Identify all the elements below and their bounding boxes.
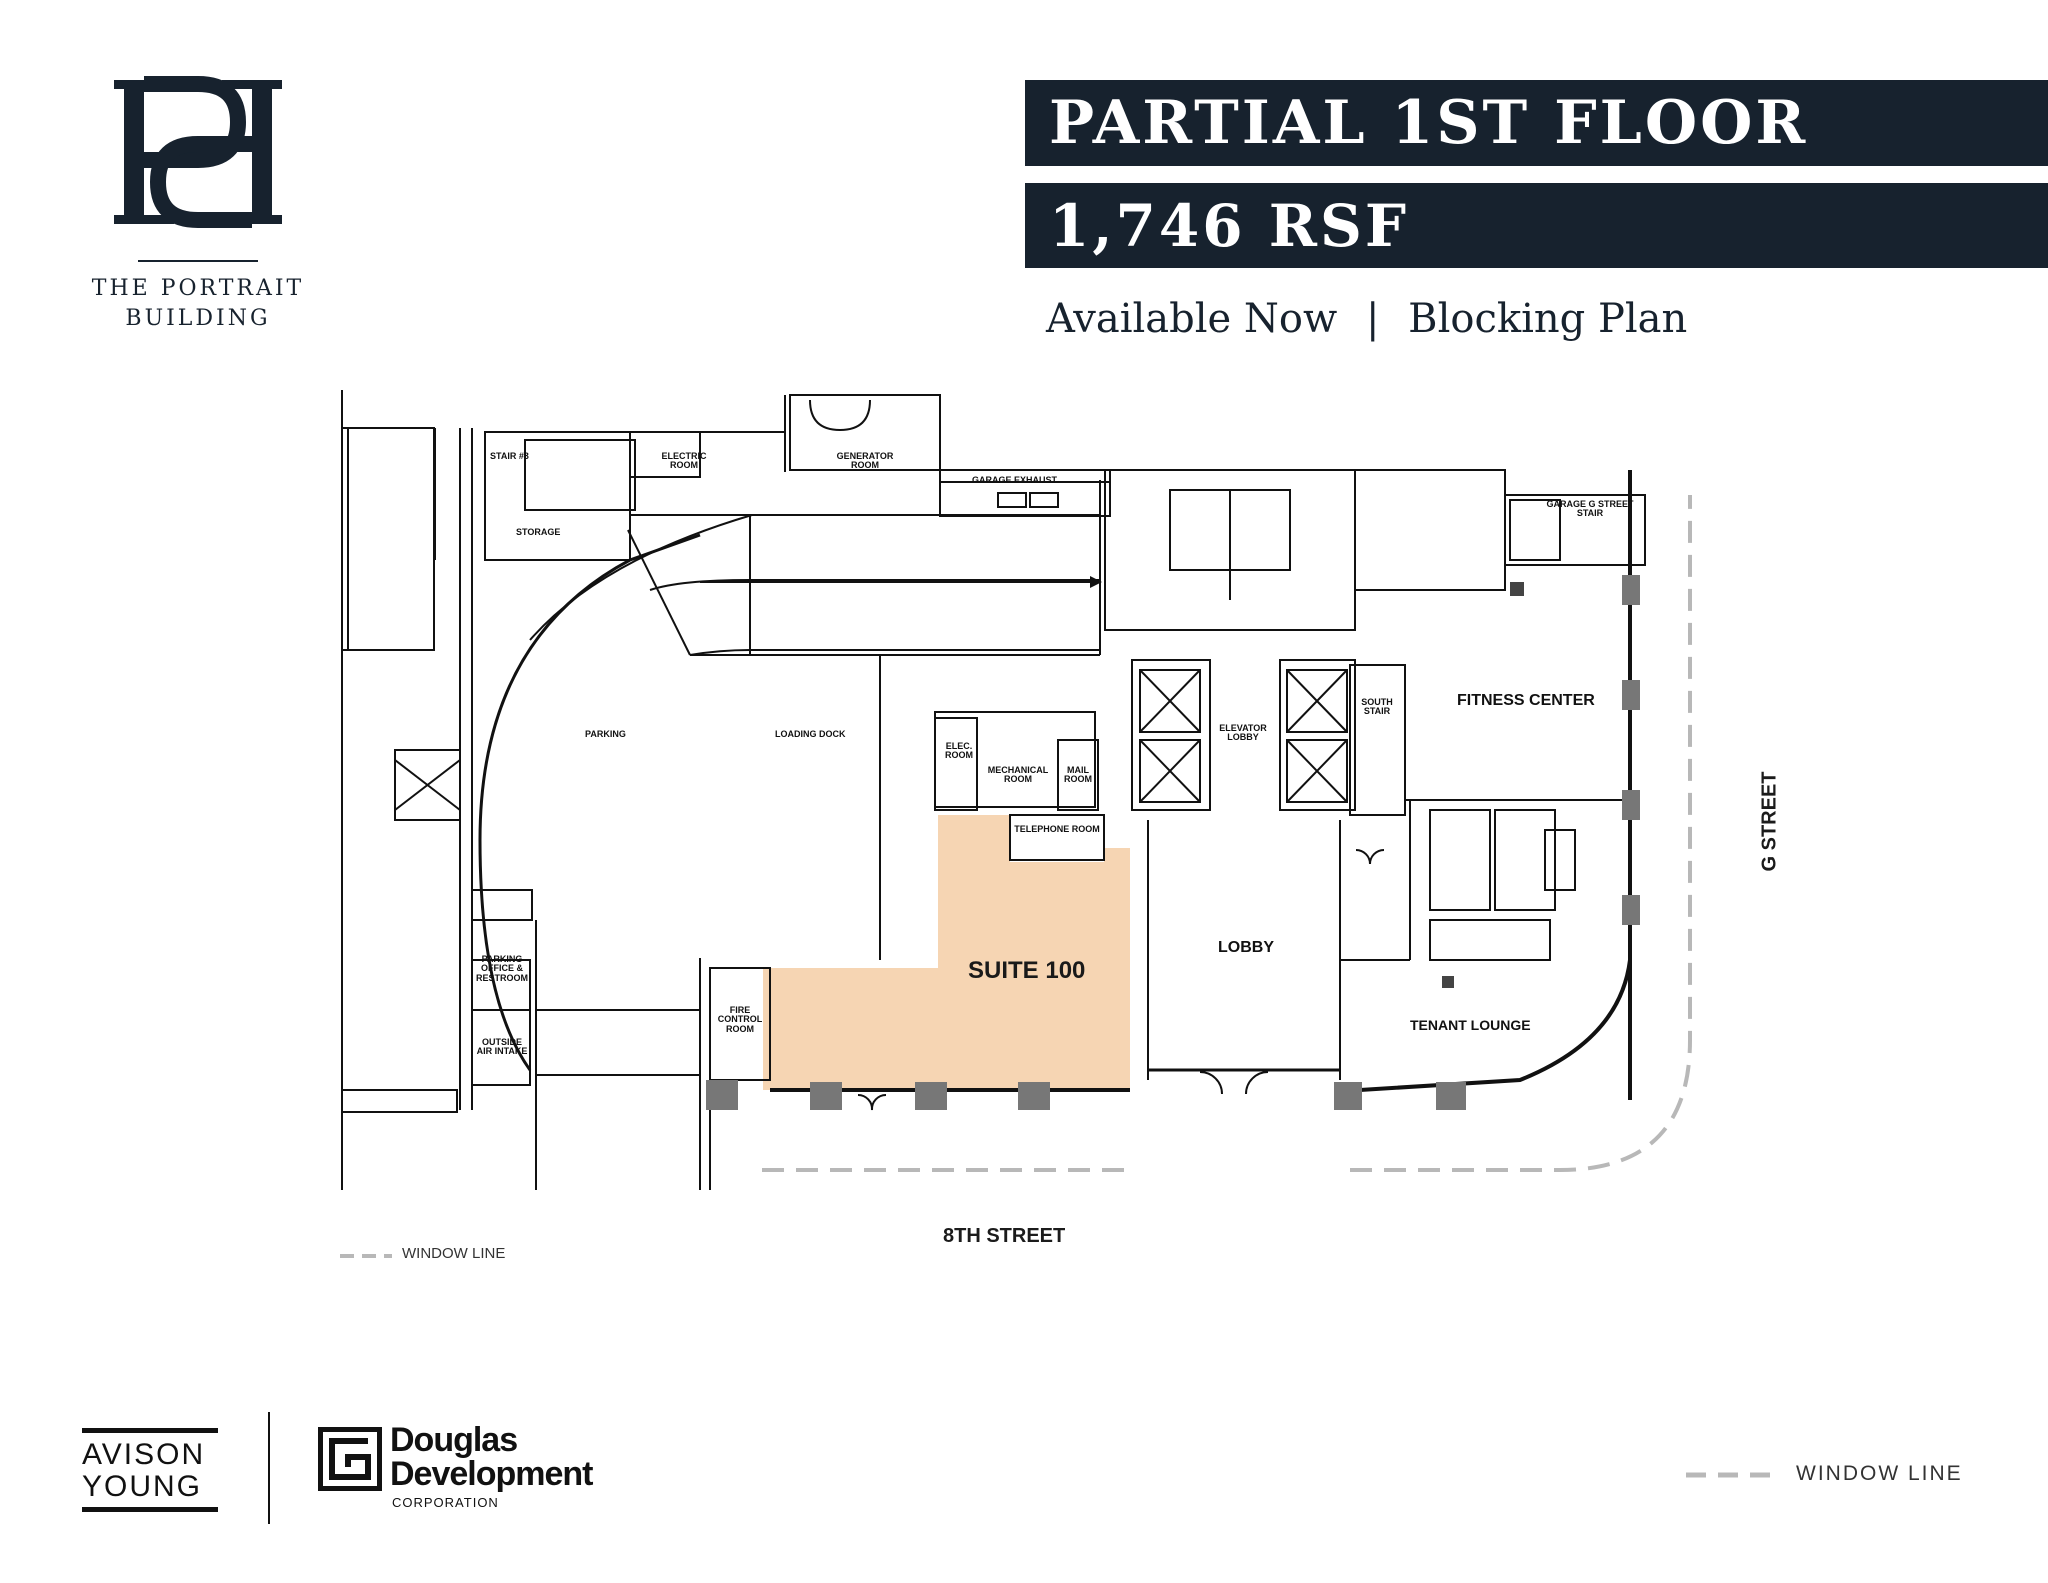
label-elevator-lobby: ELEVATOR LOBBY: [1212, 723, 1274, 743]
dashed-line-icon: [1686, 1472, 1778, 1478]
douglas-text-line1: Douglas: [390, 1421, 518, 1459]
douglas-text-line2: Development: [390, 1455, 593, 1493]
availability-text: Available Now: [1046, 296, 1338, 342]
garage-stair-text: GARAGE G STREET STAIR: [1546, 499, 1634, 519]
label-generator-room: GENERATOR ROOM: [830, 451, 900, 471]
footer-legend-label: WINDOW LINE: [1796, 1462, 1963, 1485]
label-elec-room: ELEC. ROOM: [940, 741, 978, 761]
page-title: PARTIAL 1ST FLOOR: [1049, 88, 1809, 158]
label-garage-exhaust: GARAGE EXHAUST: [972, 475, 1058, 485]
outside-air-text: OUTSIDE AIR INTAKE: [476, 1037, 528, 1057]
plan-legend-label: WINDOW LINE: [402, 1245, 506, 1262]
area-value: 1,746 RSF: [1049, 191, 1410, 260]
avison-text-line1: AVISON: [82, 1438, 206, 1471]
douglas-text-line3: CORPORATION: [392, 1495, 499, 1510]
suite-100-area[interactable]: [763, 815, 1130, 1090]
label-electric-room: ELECTRIC ROOM: [658, 451, 710, 471]
douglas-development-logo: Douglas Development CORPORATION: [318, 1421, 598, 1515]
avison-text-line2: YOUNG: [82, 1470, 203, 1503]
plan-type-text: Blocking Plan: [1408, 296, 1688, 342]
label-fitness-center: FITNESS CENTER: [1457, 692, 1595, 709]
fire-control-text: FIRE CONTROL ROOM: [717, 1005, 763, 1034]
label-mail-room: MAIL ROOM: [1060, 765, 1096, 785]
footer-divider: [268, 1412, 270, 1524]
title-banner: PARTIAL 1ST FLOOR: [1025, 80, 2048, 166]
label-telephone-room: TELEPHONE ROOM: [1010, 824, 1104, 834]
subtitle-separator: |: [1365, 296, 1380, 342]
dashed-line-icon: [340, 1254, 392, 1258]
area-banner: 1,746 RSF: [1025, 183, 2048, 268]
label-lobby: LOBBY: [1218, 939, 1274, 956]
parking-office-text: PARKING OFFICE & RESTROOM: [475, 954, 528, 983]
pb-monogram-icon: [114, 76, 282, 228]
telephone-room-text: TELEPHONE ROOM: [1014, 824, 1100, 834]
south-stair-text: SOUTH STAIR: [1361, 697, 1393, 717]
street-g: G STREET: [1758, 771, 1781, 872]
label-parking-office: PARKING OFFICE & RESTROOM: [474, 954, 530, 983]
label-mechanical-room: MECHANICAL ROOM: [982, 765, 1054, 785]
elevator-lobby-text: ELEVATOR LOBBY: [1219, 723, 1267, 743]
label-tenant-lounge: TENANT LOUNGE: [1410, 1017, 1531, 1033]
portrait-building-logo: THE PORTRAIT BUILDING: [88, 72, 308, 342]
label-storage: STORAGE: [516, 527, 561, 537]
label-parking: PARKING: [585, 729, 626, 739]
elec-room-text: ELEC. ROOM: [945, 741, 973, 761]
generator-room-text: GENERATOR ROOM: [836, 451, 894, 471]
brand-name-line2: BUILDING: [125, 306, 271, 331]
label-suite-100[interactable]: SUITE 100: [968, 957, 1086, 984]
street-8th: 8TH STREET: [943, 1225, 1066, 1247]
brand-name-line1: THE PORTRAIT: [91, 276, 305, 301]
label-stair-3: STAIR #3: [490, 451, 529, 461]
label-outside-air: OUTSIDE AIR INTAKE: [474, 1037, 530, 1057]
mechanical-room-text: MECHANICAL ROOM: [987, 765, 1049, 785]
douglas-square-icon: [318, 1427, 382, 1491]
avison-young-logo: AVISON YOUNG: [82, 1428, 222, 1512]
logo-divider: [138, 260, 258, 262]
avison-top-rule: [82, 1428, 218, 1433]
electric-room-text: ELECTRIC ROOM: [661, 451, 707, 471]
avison-bottom-rule: [82, 1507, 218, 1512]
label-fire-control: FIRE CONTROL ROOM: [712, 1005, 768, 1034]
subtitle: Available Now | Blocking Plan: [1046, 296, 1687, 342]
label-loading-dock: LOADING DOCK: [775, 729, 846, 739]
label-garage-stair: GARAGE G STREET STAIR: [1545, 499, 1635, 519]
label-south-stair: SOUTH STAIR: [1354, 697, 1400, 717]
mail-room-text: MAIL ROOM: [1064, 765, 1092, 785]
